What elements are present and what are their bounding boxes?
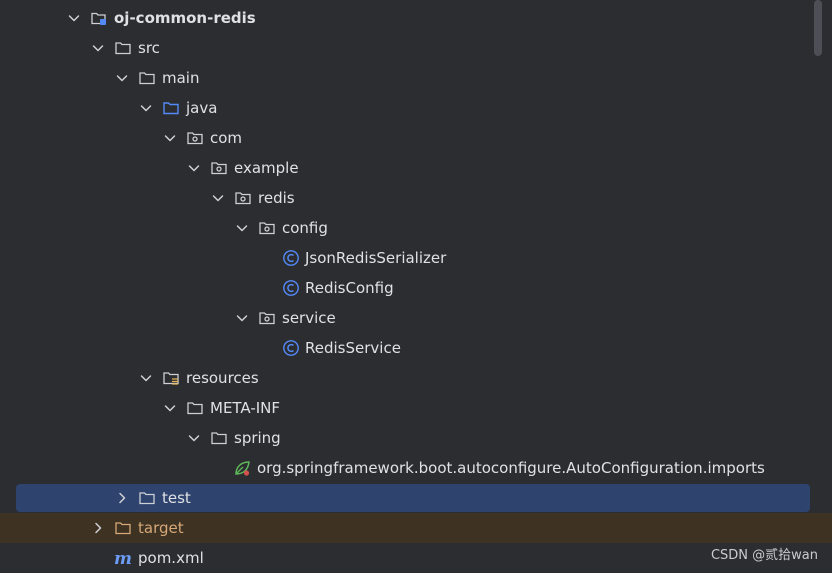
tree-row-redisservice[interactable]: RedisService	[0, 333, 832, 363]
tree-row-resources[interactable]: resources	[0, 363, 832, 393]
chevron-down-icon[interactable]	[138, 370, 154, 386]
tree-label: com	[210, 129, 243, 147]
chevron-right-icon[interactable]	[114, 490, 130, 506]
chevron-down-icon[interactable]	[210, 190, 226, 206]
tree-row-pom-xml[interactable]: m pom.xml	[0, 543, 832, 573]
chevron-down-icon[interactable]	[114, 70, 130, 86]
chevron-down-icon[interactable]	[90, 40, 106, 56]
svg-text:m: m	[114, 549, 132, 567]
module-folder-icon	[90, 9, 108, 27]
tree-label: main	[162, 69, 200, 87]
chevron-down-icon[interactable]	[186, 160, 202, 176]
chevron-down-icon[interactable]	[138, 100, 154, 116]
tree-label: JsonRedisSerializer	[305, 249, 447, 267]
tree-row-autoconfiguration-imports[interactable]: org.springframework.boot.autoconfigure.A…	[0, 453, 832, 483]
package-icon	[186, 129, 204, 147]
tree-label: service	[282, 309, 336, 327]
package-icon	[258, 219, 276, 237]
tree-label: src	[138, 39, 160, 57]
vertical-scrollbar[interactable]	[814, 0, 822, 56]
tree-row-example[interactable]: example	[0, 153, 832, 183]
tree-row-main[interactable]: main	[0, 63, 832, 93]
tree-row-jsonredisserializer[interactable]: JsonRedisSerializer	[0, 243, 832, 273]
tree-label: redis	[258, 189, 295, 207]
chevron-down-icon[interactable]	[234, 310, 250, 326]
folder-icon	[114, 39, 132, 57]
tree-label: resources	[186, 369, 259, 387]
tree-row-com[interactable]: com	[0, 123, 832, 153]
folder-icon	[186, 399, 204, 417]
tree-row-config[interactable]: config	[0, 213, 832, 243]
source-folder-icon	[162, 99, 180, 117]
folder-icon	[138, 69, 156, 87]
folder-icon	[138, 489, 156, 507]
java-class-icon	[282, 249, 300, 267]
tree-label: example	[234, 159, 299, 177]
tree-row-service[interactable]: service	[0, 303, 832, 333]
package-icon	[210, 159, 228, 177]
chevron-down-icon[interactable]	[162, 130, 178, 146]
tree-label: config	[282, 219, 328, 237]
folder-icon	[210, 429, 228, 447]
tree-label: target	[138, 519, 184, 537]
chevron-down-icon[interactable]	[234, 220, 250, 236]
tree-label: oj-common-redis	[114, 9, 256, 27]
tree-row-test[interactable]: test	[0, 483, 832, 513]
tree-row-spring[interactable]: spring	[0, 423, 832, 453]
tree-label: test	[162, 489, 191, 507]
resources-folder-icon	[162, 369, 180, 387]
spring-config-file-icon	[233, 459, 251, 477]
tree-row-java[interactable]: java	[0, 93, 832, 123]
java-class-icon	[282, 279, 300, 297]
tree-label: pom.xml	[138, 549, 204, 567]
excluded-folder-icon	[114, 519, 132, 537]
tree-row-redisconfig[interactable]: RedisConfig	[0, 273, 832, 303]
tree-row-src[interactable]: src	[0, 33, 832, 63]
chevron-right-icon[interactable]	[90, 520, 106, 536]
maven-icon: m	[114, 549, 132, 567]
package-icon	[258, 309, 276, 327]
package-icon	[234, 189, 252, 207]
tree-label: java	[186, 99, 218, 117]
chevron-down-icon[interactable]	[186, 430, 202, 446]
chevron-down-icon[interactable]	[66, 10, 82, 26]
tree-row-oj-common-redis[interactable]: oj-common-redis	[0, 3, 832, 33]
tree-label: RedisConfig	[305, 279, 394, 297]
tree-label: RedisService	[305, 339, 401, 357]
watermark: CSDN @贰拾wan	[710, 548, 818, 563]
java-class-icon	[282, 339, 300, 357]
chevron-down-icon[interactable]	[162, 400, 178, 416]
tree-row-redis[interactable]: redis	[0, 183, 832, 213]
tree-label: spring	[234, 429, 281, 447]
tree-row-meta-inf[interactable]: META-INF	[0, 393, 832, 423]
tree-row-target[interactable]: target	[0, 513, 832, 543]
tree-label: org.springframework.boot.autoconfigure.A…	[257, 459, 765, 477]
tree-label: META-INF	[210, 399, 281, 417]
